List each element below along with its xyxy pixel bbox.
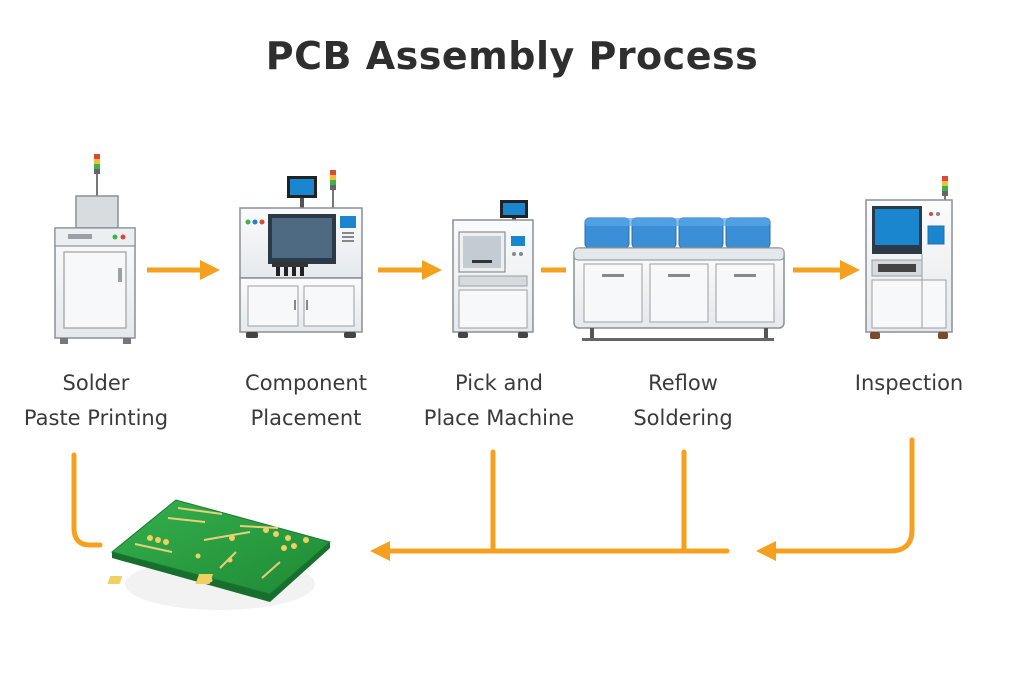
step-label-solder-paste: Solder Paste Printing — [2, 366, 190, 436]
stencil-printer-icon — [54, 154, 136, 344]
step-label-component-placement: Component Placement — [212, 366, 400, 436]
step-label-line2: Soldering — [633, 406, 733, 430]
step-label-line1: Solder — [62, 371, 130, 395]
step-label-line2: Place Machine — [423, 406, 575, 430]
arrow-from-inspection — [756, 437, 915, 561]
pick-place-machine-icon — [452, 200, 534, 338]
step-label-line2: Placement — [250, 406, 362, 430]
output-flow-lines — [71, 437, 915, 561]
step-label-line2: Paste Printing — [23, 406, 169, 430]
step-label-line1: Component — [245, 371, 367, 395]
step-label-inspection: Inspection — [820, 366, 998, 401]
line-from-solder-paste — [71, 452, 103, 548]
inspection-machine-icon — [865, 176, 953, 339]
step-label-line1: Reflow — [648, 371, 718, 395]
page-title: PCB Assembly Process — [265, 34, 759, 78]
reflow-oven-icon — [573, 217, 785, 341]
placement-machine-icon — [239, 170, 363, 338]
step-label-reflow: Reflow Soldering — [598, 366, 768, 436]
pcb-board-icon — [107, 499, 332, 610]
step-label-line1: Inspection — [854, 371, 964, 395]
step-label-line1: Pick and — [455, 371, 543, 395]
step-label-pick-place: Pick and Place Machine — [401, 366, 597, 436]
